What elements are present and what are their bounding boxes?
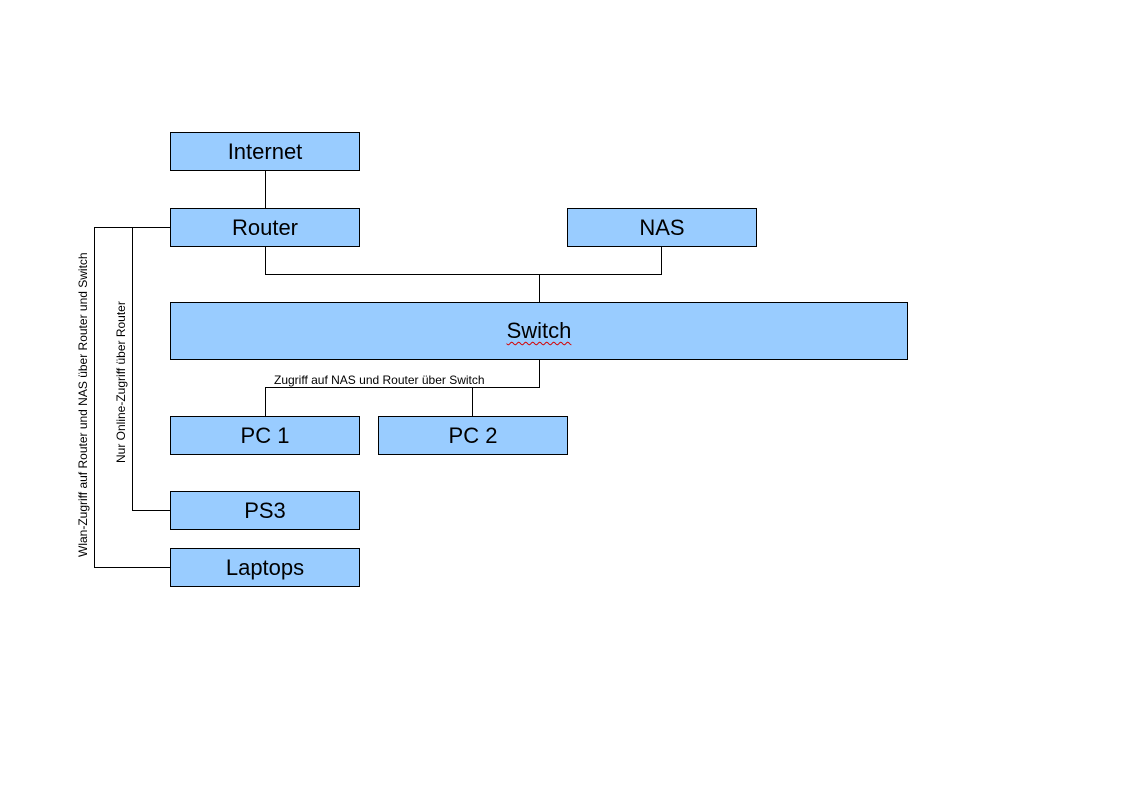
online-only-label: Nur Online-Zugriff über Router [114,301,128,463]
switch-label: Switch [506,318,572,343]
wlan-access-label: Wlan-Zugriff auf Router und NAS über Rou… [76,252,90,557]
link-router-ps3 [132,227,170,511]
link-router-switch [265,246,540,275]
internet-node: Internet [170,132,360,171]
switch-access-label: Zugriff auf NAS und Router über Switch [274,373,485,387]
laptops-node: Laptops [170,548,360,587]
link-switch-pcs [265,359,540,416]
pc1-node: PC 1 [170,416,360,455]
switch-node: Switch [170,302,908,360]
link-router-laptops [94,227,170,568]
router-node: Router [170,208,360,247]
ps3-node: PS3 [170,491,360,530]
nas-node: NAS [567,208,757,247]
link-nas-switch [539,246,662,275]
pc2-node: PC 2 [378,416,568,455]
